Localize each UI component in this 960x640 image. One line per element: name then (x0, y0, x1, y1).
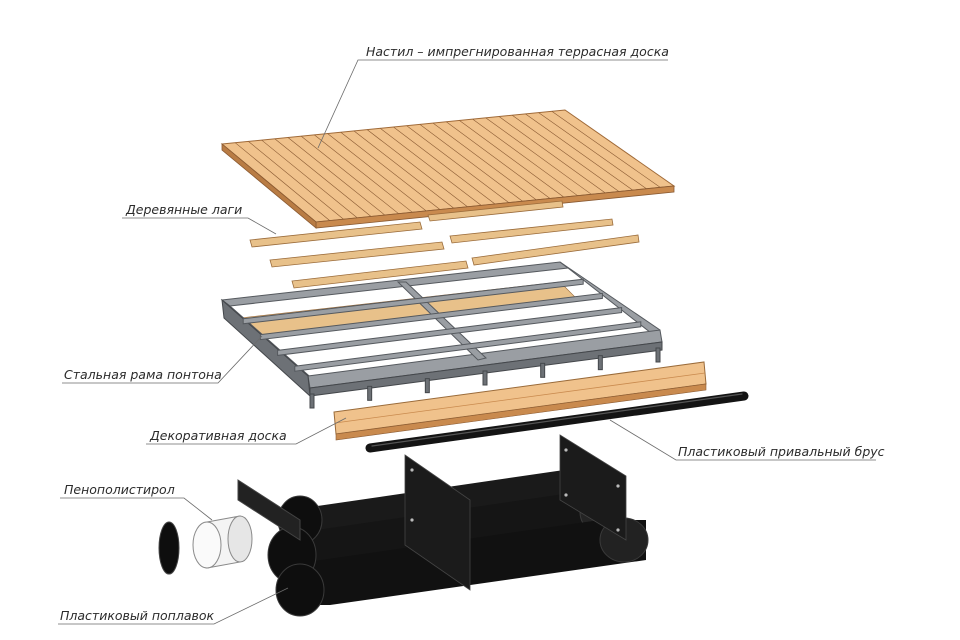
leader-lines (58, 59, 876, 625)
float-bolt (564, 448, 568, 452)
float-bolt (410, 518, 414, 522)
label-fender: Пластиковый привальный брус (678, 444, 885, 459)
label-joists: Деревянные лаги (125, 202, 242, 217)
decking-plank-line (248, 141, 344, 220)
floats-layer (237, 434, 649, 617)
decking-plank-line (551, 111, 661, 188)
joist-3 (269, 241, 445, 268)
decking-plank-line (314, 134, 413, 213)
frame-cross-member (277, 307, 623, 356)
decking-plank-line (274, 138, 372, 217)
joist-5 (291, 260, 469, 289)
frame-leg (597, 355, 603, 371)
float-bolt (616, 528, 620, 532)
decking-plank-line (512, 114, 620, 192)
float-bolt (410, 468, 414, 472)
frame-leg (309, 393, 315, 409)
float-bolt (564, 493, 568, 497)
decking-plank-line (380, 128, 482, 206)
joist-4 (449, 218, 614, 244)
frame-cross-member (294, 321, 642, 372)
decking-plank-line (406, 125, 509, 203)
decking-layer (220, 109, 676, 229)
float-bolt (616, 484, 620, 488)
fender-rail (365, 391, 749, 453)
decking-plank-line (287, 137, 386, 216)
decking-plank-lines (235, 111, 661, 221)
frame-leg (655, 347, 661, 363)
decking-plank-line (432, 122, 537, 201)
frame-leg (367, 385, 373, 401)
frame-legs (309, 347, 661, 409)
decking-plank-line (353, 130, 454, 209)
label-steel-frame: Стальная рама понтона (64, 367, 222, 382)
decking-plank-line (419, 124, 523, 202)
decor-board-layer (333, 361, 707, 441)
joist-2 (427, 200, 564, 222)
frame-cross-members (242, 278, 642, 372)
float-bolts (410, 448, 620, 532)
decking-plank-line (235, 142, 330, 221)
decking-plank-line (459, 120, 565, 198)
decking-plank-line (538, 112, 647, 190)
frame-cross-member (242, 278, 584, 325)
frame-leg (424, 378, 430, 394)
label-foam: Пенополистирол (64, 482, 175, 497)
decking-plank-line (485, 117, 592, 195)
joist-1 (249, 221, 423, 248)
decking-plank-line (300, 135, 399, 214)
steel-frame-layer (220, 261, 663, 409)
joists-layer (249, 200, 640, 289)
label-decor-board: Декоративная доска (149, 428, 287, 443)
decking-plank-line (340, 131, 441, 210)
float-end-cap (158, 521, 180, 575)
decking-plank-line (446, 121, 551, 199)
frame-leg (540, 362, 546, 378)
decking-plank-line (498, 116, 606, 194)
frame-leg (482, 370, 488, 386)
label-float: Пластиковый поплавок (60, 608, 215, 623)
foam-insert (158, 515, 253, 575)
joist-6 (471, 234, 640, 266)
decking-plank-line (327, 133, 427, 212)
label-decking: Настил – импрегнированная террасная доск… (366, 44, 669, 59)
decking-plank-line (525, 113, 633, 191)
decking-plank-line (366, 129, 468, 208)
decking-plank-line (472, 118, 578, 196)
decking-plank-line (261, 139, 358, 219)
decking-plank-line (393, 126, 496, 205)
